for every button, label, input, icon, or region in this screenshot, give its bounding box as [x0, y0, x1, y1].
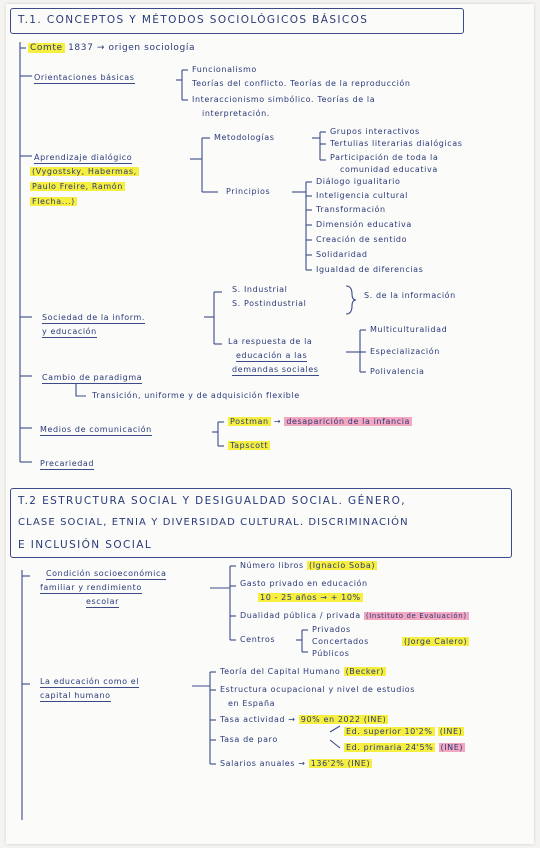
- section2-title-line-3: E INCLUSIÓN SOCIAL: [18, 539, 153, 551]
- section2-title-box: [10, 488, 512, 558]
- orientaciones-basicas: Orientaciones básicas: [34, 73, 135, 84]
- orient-item-4: interpretación.: [202, 109, 270, 118]
- soba-hl: (Ignacio Soba): [306, 561, 378, 570]
- salarios-hl: 136'2% (INE): [308, 759, 373, 768]
- medios-comunicacion: Medios de comunicación: [40, 425, 152, 436]
- paro-primaria: Ed. primaria 24'5% (INE): [344, 743, 466, 752]
- autores-line-1: (Vygostsky, Habermas,: [30, 167, 139, 176]
- dualidad-hl: (Instituto de Evaluación): [363, 612, 469, 620]
- becker-hl: (Becker): [343, 667, 386, 676]
- numero-libros-text: Número libros: [240, 561, 304, 570]
- autores-hl-3: Flecha...): [30, 197, 77, 206]
- princ-item-4: Dimensión educativa: [316, 220, 412, 229]
- section2-title-line-1: T.2 ESTRUCTURA SOCIAL Y DESIGUALDAD SOCI…: [18, 495, 406, 507]
- autores-hl-2: Paulo Freire, Ramón: [30, 182, 125, 191]
- tasa-act-text: Tasa actividad →: [220, 715, 296, 724]
- princ-item-6: Solidaridad: [316, 250, 368, 259]
- condicion-line-3: escolar: [86, 597, 119, 608]
- cambio-detalle: Transición, uniforme y de adquisición fl…: [92, 391, 300, 400]
- metod-item-1: Grupos interactivos: [330, 127, 420, 136]
- salarios: Salarios anuales → 136'2% (INE): [220, 759, 373, 768]
- condicion-line-1: Condición socioeconómica: [46, 569, 167, 580]
- calero-line: (Jorge Calero): [402, 637, 470, 646]
- principios: Principios: [226, 187, 271, 196]
- metodologias: Metodologías: [214, 133, 275, 142]
- dualidad-text: Dualidad pública / privada: [240, 611, 361, 620]
- tasa-actividad: Tasa actividad → 90% en 2022 (INE): [220, 715, 389, 724]
- resp-item-1: Multiculturalidad: [370, 325, 448, 334]
- centro-concertados: Concertados: [312, 637, 369, 646]
- notebook-page: T.1. CONCEPTOS Y MÉTODOS SOCIOLÓGICOS BÁ…: [6, 4, 534, 844]
- respuesta-line-1: La respuesta de la: [228, 337, 313, 346]
- tasa-act-hl: 90% en 2022 (INE): [298, 715, 389, 724]
- autores-line-2: Paulo Freire, Ramón: [30, 182, 125, 191]
- comte-label: Comte 1837 → origen sociología: [28, 43, 196, 53]
- calero-hl: (Jorge Calero): [402, 637, 470, 646]
- orient-item-2: Teorías del conflicto. Teorías de la rep…: [192, 79, 411, 88]
- princ-item-3: Transformación: [316, 205, 386, 214]
- gasto-detalle: 10 - 25 años → + 10%: [258, 593, 363, 602]
- autores-line-3: Flecha...): [30, 197, 77, 206]
- gasto-hl: 10 - 25 años → + 10%: [258, 593, 363, 602]
- respuesta-line-2: educación a las: [236, 351, 308, 362]
- centro-publicos: Públicos: [312, 649, 350, 658]
- comte-detail: 1837 → origen sociología: [68, 43, 196, 53]
- paro-primaria-hl: Ed. primaria 24'5%: [344, 743, 436, 752]
- precariedad: Precariedad: [40, 459, 95, 470]
- connector-lines: [19, 42, 366, 820]
- paro-superior: Ed. superior 10'2% (INE): [344, 727, 465, 736]
- paro-primaria-ine: (INE): [438, 743, 466, 752]
- s-industrial: S. Industrial: [232, 285, 288, 294]
- educacion-line-1: La educación como el: [40, 677, 140, 688]
- salarios-text: Salarios anuales →: [220, 759, 306, 768]
- sociedad-line-2: y educación: [42, 327, 97, 338]
- aprendizaje-dialogico: Aprendizaje dialógico: [34, 153, 133, 164]
- metod-item-2: Tertulias literarias dialógicas: [330, 139, 463, 148]
- princ-item-2: Inteligencia cultural: [316, 191, 408, 200]
- princ-item-1: Diálogo igualitario: [316, 177, 401, 186]
- paro-superior-hl: Ed. superior 10'2%: [344, 727, 435, 736]
- orient-item-3: Interaccionismo simbólico. Teorías de la: [192, 95, 376, 104]
- dualidad: Dualidad pública / privada (Instituto de…: [240, 612, 469, 620]
- princ-item-5: Creación de sentido: [316, 235, 408, 244]
- resp-item-2: Especialización: [370, 347, 440, 356]
- princ-item-7: Igualdad de diferencias: [316, 265, 424, 274]
- teoria-text: Teoría del Capital Humano: [220, 667, 341, 676]
- tapscott-hl: Tapscott: [228, 441, 271, 450]
- autores-hl-1: (Vygostsky, Habermas,: [30, 167, 139, 176]
- postman-detail: desaparición de la infancia: [284, 417, 413, 426]
- centro-privados: Privados: [312, 625, 351, 634]
- orient-item-1: Funcionalismo: [192, 65, 257, 74]
- metod-item-3: Participación de toda la: [330, 153, 439, 162]
- resp-item-3: Polivalencia: [370, 367, 425, 376]
- s-informacion: S. de la información: [364, 291, 456, 300]
- section1-title: T.1. CONCEPTOS Y MÉTODOS SOCIOLÓGICOS BÁ…: [18, 14, 369, 26]
- section2-title-line-2: CLASE SOCIAL, ETNIA Y DIVERSIDAD CULTURA…: [18, 517, 409, 528]
- cambio-paradigma: Cambio de paradigma: [42, 373, 143, 384]
- postman-hl: Postman: [228, 417, 271, 426]
- respuesta-line-3: demandas sociales: [232, 365, 319, 376]
- centros: Centros: [240, 635, 276, 644]
- s-postindustrial: S. Postindustrial: [232, 299, 307, 308]
- estructura-line-1: Estructura ocupacional y nivel de estudi…: [220, 685, 416, 694]
- metod-item-4: comunidad educativa: [340, 165, 438, 174]
- comte-highlight: Comte: [28, 43, 65, 53]
- tapscott-line: Tapscott: [228, 441, 271, 450]
- condicion-line-2: familiar y rendimiento: [40, 583, 142, 594]
- paro-superior-ine: (INE): [437, 727, 465, 736]
- sociedad-line-1: Sociedad de la inform.: [42, 313, 146, 324]
- numero-libros: Número libros (Ignacio Soba): [240, 561, 378, 570]
- estructura-line-2: en España: [228, 699, 276, 708]
- teoria-capital: Teoría del Capital Humano (Becker): [220, 667, 386, 676]
- tasa-paro: Tasa de paro: [220, 735, 278, 744]
- educacion-line-2: capital humano: [40, 691, 111, 702]
- gasto-privado: Gasto privado en educación: [240, 579, 368, 588]
- postman-line: Postman → desaparición de la infancia: [228, 417, 413, 426]
- section1-title-box: [10, 8, 464, 34]
